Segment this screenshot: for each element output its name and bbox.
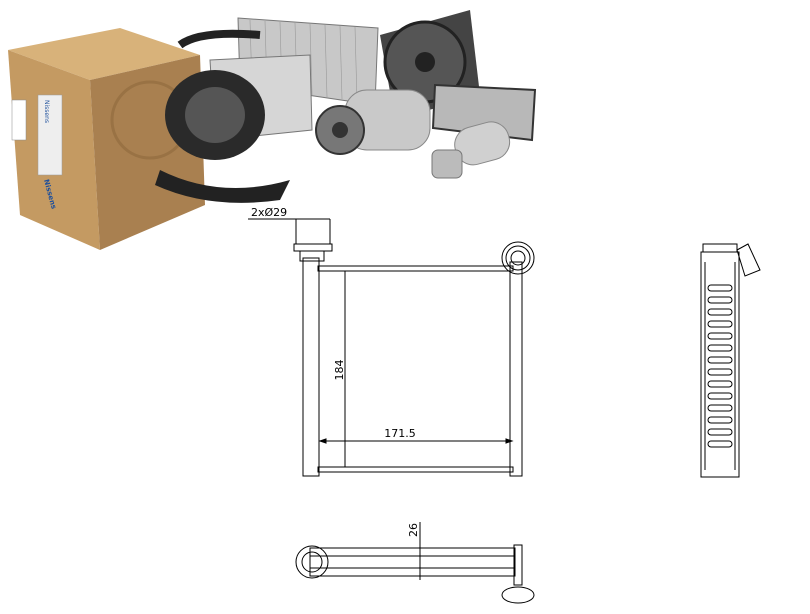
pipe-diameter-label: 2xØ29 [251, 206, 287, 219]
technical-drawing [248, 218, 761, 604]
heater-core-photo [431, 83, 537, 142]
height-dimension-label: 184 [333, 360, 346, 381]
product-photo: Nissens Nissens [8, 10, 537, 250]
front-view [248, 218, 535, 477]
side-view [700, 243, 761, 478]
box-logo: Nissens [43, 100, 50, 123]
bottom-view [295, 522, 535, 604]
receiver-drier [431, 121, 511, 179]
ac-compressor [315, 89, 431, 155]
side-view-slots [707, 284, 733, 448]
depth-dimension-label: 26 [407, 523, 420, 537]
blower-motor [155, 29, 290, 203]
width-dimension-label: 171.5 [384, 427, 416, 440]
